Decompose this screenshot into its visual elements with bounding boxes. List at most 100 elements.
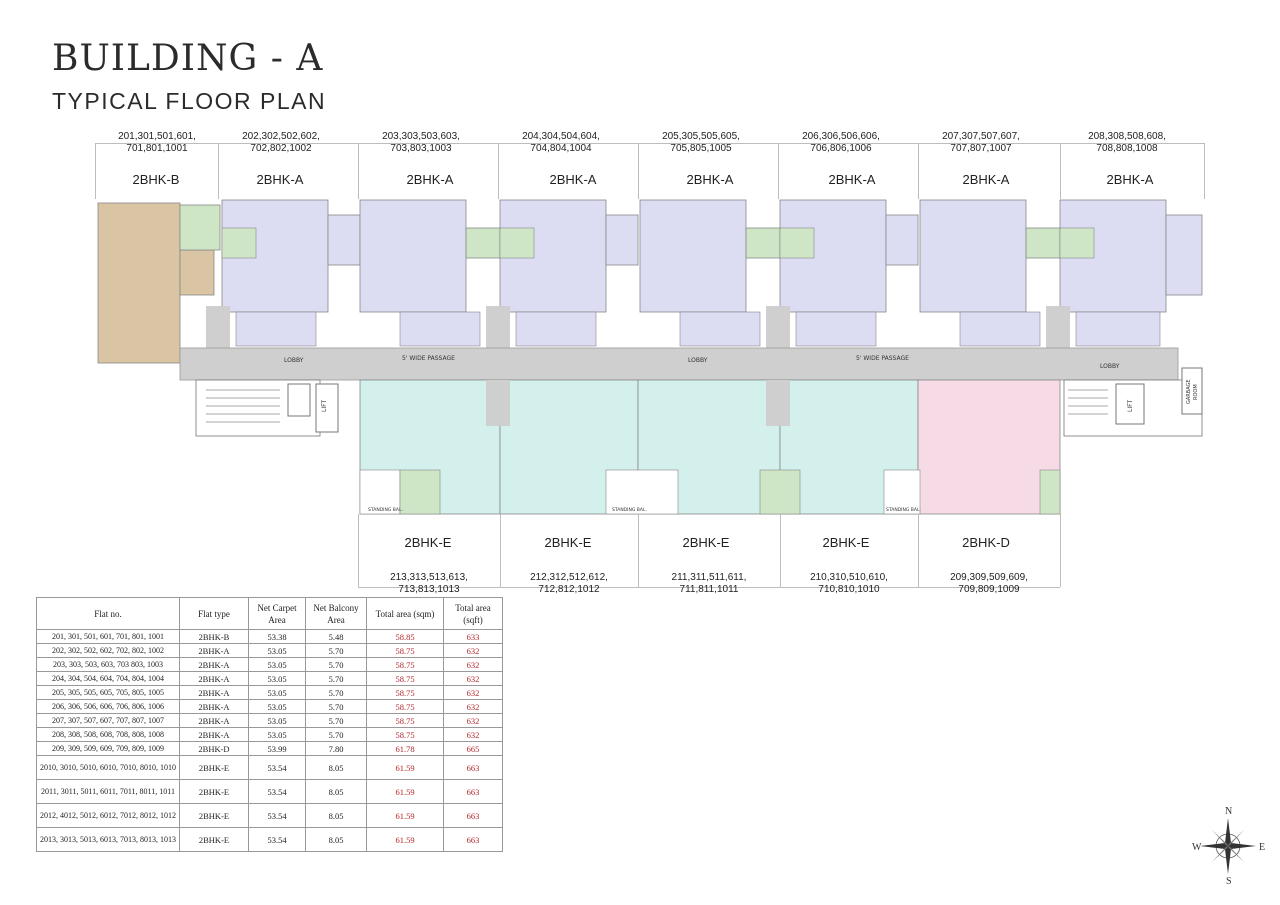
flat-type-6: 2BHK-A bbox=[828, 172, 876, 187]
standing-bal-label: STANDING BAL. bbox=[368, 507, 403, 513]
cell-flat-no: 204, 304, 504, 604, 704, 804, 1004 bbox=[36, 671, 180, 686]
cell-total-sqft: 632 bbox=[443, 713, 503, 728]
cell-flat-no: 209, 309, 509, 609, 709, 809, 1009 bbox=[36, 741, 180, 756]
flat-numbers-4: 204,304,504,604,704,804,1004 bbox=[522, 131, 600, 154]
cell-flat-no: 206, 306, 506, 606, 706, 806, 1006 bbox=[36, 699, 180, 714]
cell-balcony: 5.70 bbox=[305, 685, 367, 700]
divider bbox=[638, 514, 639, 587]
lower-flats bbox=[359, 379, 1061, 515]
cell-total-sqm: 58.85 bbox=[366, 629, 444, 644]
divider bbox=[1204, 143, 1205, 199]
cell-balcony: 8.05 bbox=[305, 755, 367, 780]
cell-carpet: 53.05 bbox=[248, 699, 306, 714]
compass-rose-icon bbox=[1190, 808, 1270, 888]
page-title: BUILDING - A bbox=[52, 38, 324, 79]
cell-carpet: 53.05 bbox=[248, 685, 306, 700]
cell-flat-type: 2BHK-D bbox=[179, 741, 249, 756]
flat-numbers-10: 210,310,510,610,710,810,1010 bbox=[810, 572, 888, 595]
cell-total-sqm: 61.59 bbox=[366, 779, 444, 804]
flat-type-9: 2BHK-D bbox=[962, 535, 1010, 550]
table-row: 2013, 3013, 5013, 6013, 7013, 8013, 1013… bbox=[36, 827, 503, 852]
cell-carpet: 53.99 bbox=[248, 741, 306, 756]
header-total-sqft: Total area(sqft) bbox=[443, 597, 503, 630]
cell-carpet: 53.54 bbox=[248, 779, 306, 804]
cell-total-sqm: 61.78 bbox=[366, 741, 444, 756]
table-row: 2011, 3011, 5011, 6011, 7011, 8011, 1011… bbox=[36, 779, 503, 804]
stair-core-left bbox=[195, 379, 339, 437]
divider bbox=[918, 143, 919, 199]
bottom-guide-line bbox=[358, 587, 1060, 588]
flat-type-10: 2BHK-E bbox=[822, 535, 870, 550]
cell-flat-type: 2BHK-B bbox=[179, 629, 249, 644]
cell-total-sqm: 61.59 bbox=[366, 827, 444, 852]
top-guide-line bbox=[95, 143, 1205, 144]
upper-flats bbox=[97, 199, 1203, 364]
corridor bbox=[179, 347, 1179, 381]
flat-numbers-6: 206,306,506,606,706,806,1006 bbox=[802, 131, 880, 154]
header-total-sqm: Total area (sqm) bbox=[366, 597, 444, 630]
cell-balcony: 8.05 bbox=[305, 803, 367, 828]
divider bbox=[358, 143, 359, 199]
flat-numbers-2: 202,302,502,602,702,802,1002 bbox=[242, 131, 320, 154]
lobby-label-mid: LOBBY bbox=[688, 357, 708, 364]
flat-numbers-11: 211,311,511,611,711,811,1011 bbox=[671, 572, 747, 595]
divider bbox=[358, 514, 359, 587]
compass-s: S bbox=[1226, 876, 1232, 887]
flat-numbers-5: 205,305,505,605,705,805,1005 bbox=[662, 131, 740, 154]
divider bbox=[918, 514, 919, 587]
table-row: 2010, 3010, 5010, 6010, 7010, 8010, 1010… bbox=[36, 755, 503, 780]
flat-type-7: 2BHK-A bbox=[962, 172, 1010, 187]
flat-type-12: 2BHK-E bbox=[544, 535, 592, 550]
lobby-label-right: LOBBY bbox=[1100, 363, 1120, 370]
flat-numbers-8: 208,308,508,608,708,808,1008 bbox=[1088, 131, 1166, 154]
cell-flat-no: 207, 307, 507, 607, 707, 807, 1007 bbox=[36, 713, 180, 728]
cell-balcony: 5.70 bbox=[305, 671, 367, 686]
cell-balcony: 7.80 bbox=[305, 741, 367, 756]
table-row: 2012, 4012, 5012, 6012, 7012, 8012, 1012… bbox=[36, 803, 503, 828]
cell-flat-type: 2BHK-A bbox=[179, 657, 249, 672]
cell-total-sqm: 58.75 bbox=[366, 657, 444, 672]
divider bbox=[500, 514, 501, 587]
divider bbox=[218, 143, 219, 199]
cell-carpet: 53.05 bbox=[248, 657, 306, 672]
standing-bal-label: STANDING BAL. bbox=[886, 507, 921, 513]
lobby-label-left: LOBBY bbox=[284, 357, 304, 364]
flat-type-4: 2BHK-A bbox=[549, 172, 597, 187]
cell-flat-type: 2BHK-A bbox=[179, 685, 249, 700]
cell-flat-no: 2011, 3011, 5011, 6011, 7011, 8011, 1011 bbox=[36, 779, 180, 804]
cell-carpet: 53.05 bbox=[248, 671, 306, 686]
cell-flat-type: 2BHK-E bbox=[179, 779, 249, 804]
cell-flat-no: 201, 301, 501, 601, 701, 801, 1001 bbox=[36, 629, 180, 644]
cell-total-sqft: 663 bbox=[443, 779, 503, 804]
cell-carpet: 53.54 bbox=[248, 803, 306, 828]
cell-total-sqft: 663 bbox=[443, 827, 503, 852]
standing-bal-label: STANDING BAL. bbox=[612, 507, 647, 513]
cell-flat-type: 2BHK-E bbox=[179, 827, 249, 852]
cell-balcony: 8.05 bbox=[305, 827, 367, 852]
cell-balcony: 5.70 bbox=[305, 657, 367, 672]
cell-flat-type: 2BHK-E bbox=[179, 755, 249, 780]
flat-numbers-13: 213,313,513,613,713,813,1013 bbox=[390, 572, 468, 595]
cell-carpet: 53.54 bbox=[248, 827, 306, 852]
cell-carpet: 53.05 bbox=[248, 643, 306, 658]
cell-balcony: 5.70 bbox=[305, 713, 367, 728]
cell-total-sqm: 58.75 bbox=[366, 643, 444, 658]
cell-total-sqft: 632 bbox=[443, 657, 503, 672]
garbage-label-1: GARBAGE bbox=[1186, 379, 1192, 404]
cell-balcony: 5.70 bbox=[305, 699, 367, 714]
flat-type-3: 2BHK-A bbox=[406, 172, 454, 187]
cell-flat-no: 2010, 3010, 5010, 6010, 7010, 8010, 1010 bbox=[36, 755, 180, 780]
cell-flat-no: 2012, 4012, 5012, 6012, 7012, 8012, 1012 bbox=[36, 803, 180, 828]
passage-label-right: 5' WIDE PASSAGE bbox=[856, 355, 909, 362]
header-flat-no: Flat no. bbox=[36, 597, 180, 630]
divider bbox=[95, 143, 96, 199]
